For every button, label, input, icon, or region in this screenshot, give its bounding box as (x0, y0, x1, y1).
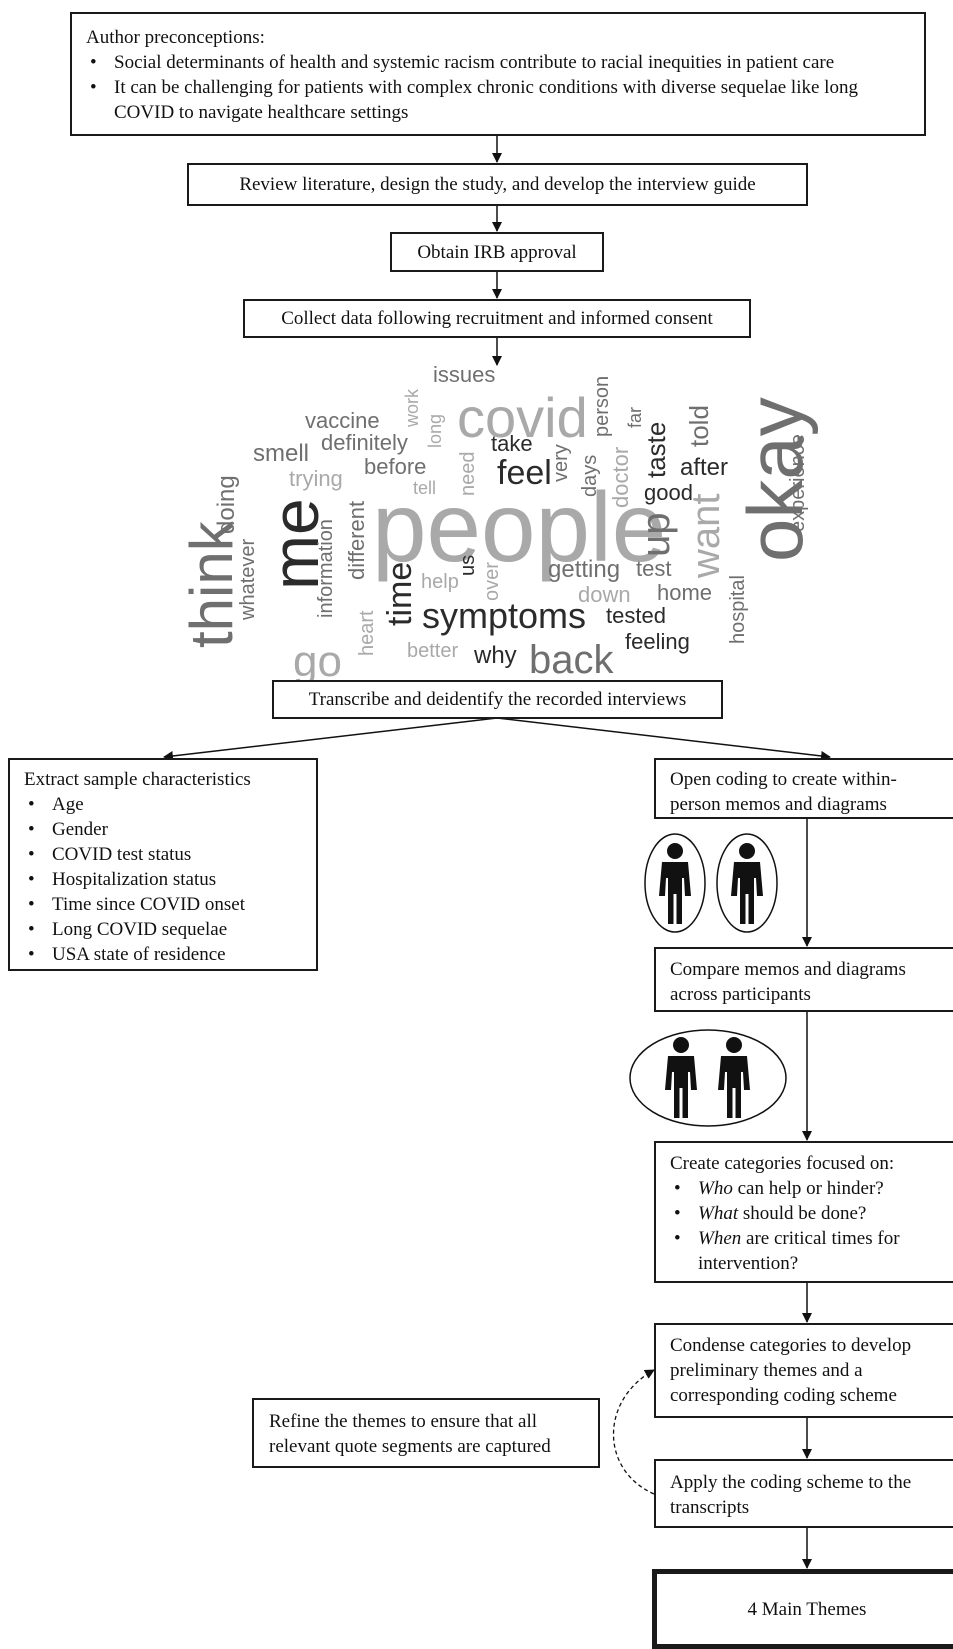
condense-line: Condense categories to develop (670, 1335, 912, 1356)
category-item-what: What should be done? (670, 1201, 943, 1226)
main-themes-label: 4 Main Themes (747, 1598, 867, 1620)
review-step-box: Review literature, design the study, and… (187, 163, 808, 206)
category-item-when: When are critical times for intervention… (670, 1226, 943, 1276)
preconceptions-item: It can be challenging for patients with … (86, 75, 910, 125)
category-text: are critical times for intervention? (698, 1228, 900, 1274)
condense-box: Condense categories to develop prelimina… (654, 1323, 953, 1418)
collect-step-box: Collect data following recruitment and i… (243, 299, 751, 338)
preconceptions-item: Social determinants of health and system… (86, 50, 910, 75)
arrow-transcribe-to-sample (163, 717, 498, 761)
apply-line: transcripts (670, 1497, 750, 1518)
category-em: What (698, 1203, 739, 1224)
apply-line: Apply the coding scheme to the (670, 1472, 912, 1493)
refine-box: Refine the themes to ensure that all rel… (252, 1398, 600, 1468)
preconceptions-heading: Author preconceptions: (86, 27, 265, 48)
sample-item: COVID test status (24, 842, 302, 867)
category-em: When (698, 1228, 742, 1249)
compare-line: across participants (670, 984, 811, 1005)
sample-item: Hospitalization status (24, 867, 302, 892)
sample-item: Time since COVID onset (24, 892, 302, 917)
sample-item: Long COVID sequelae (24, 917, 302, 942)
apply-box: Apply the coding scheme to the transcrip… (654, 1459, 953, 1528)
open-coding-line: Open coding to create within- (670, 769, 897, 790)
refine-line: relevant quote segments are captured (269, 1436, 551, 1457)
person-oval-icon (644, 833, 778, 933)
sample-heading: Extract sample characteristics (24, 769, 251, 790)
compare-line: Compare memos and diagrams (670, 959, 906, 980)
category-text: should be done? (738, 1203, 867, 1224)
sample-item: USA state of residence (24, 942, 302, 967)
sample-list: Age Gender COVID test status Hospitaliza… (24, 792, 302, 967)
arrow-transcribe-to-open-coding (496, 717, 831, 761)
irb-step-label: Obtain IRB approval (417, 241, 577, 263)
transcribe-step-label: Transcribe and deidentify the recorded i… (308, 689, 687, 710)
review-step-label: Review literature, design the study, and… (239, 174, 756, 195)
categories-heading: Create categories focused on: (670, 1153, 895, 1174)
open-coding-line: person memos and diagrams (670, 794, 887, 815)
refine-feedback-dashed-arrow (612, 1369, 655, 1495)
sample-item: Age (24, 792, 302, 817)
collect-step-label: Collect data following recruitment and i… (281, 308, 713, 329)
individual-participant-icons (644, 832, 780, 934)
preconceptions-list: Social determinants of health and system… (86, 50, 910, 125)
condense-line: preliminary themes and a (670, 1360, 863, 1381)
categories-box: Create categories focused on: Who can he… (654, 1141, 953, 1283)
main-themes-box: 4 Main Themes (652, 1569, 953, 1649)
transcribe-step-box: Transcribe and deidentify the recorded i… (272, 680, 723, 719)
category-text: can help or hinder? (732, 1178, 884, 1199)
preconceptions-box: Author preconceptions: Social determinan… (70, 12, 926, 136)
category-em: Who (698, 1178, 733, 1199)
sample-characteristics-box: Extract sample characteristics Age Gende… (8, 758, 318, 971)
open-coding-box: Open coding to create within- person mem… (654, 758, 953, 819)
condense-line: corresponding coding scheme (670, 1385, 897, 1406)
category-item-who: Who can help or hinder? (670, 1176, 943, 1201)
categories-list: Who can help or hinder? What should be d… (670, 1176, 943, 1276)
sample-item: Gender (24, 817, 302, 842)
people-oval-icon (629, 1029, 787, 1127)
irb-step-box: Obtain IRB approval (390, 232, 604, 272)
refine-line: Refine the themes to ensure that all (269, 1411, 538, 1432)
group-participants-icon (628, 1028, 788, 1128)
compare-box: Compare memos and diagrams across partic… (654, 947, 953, 1012)
